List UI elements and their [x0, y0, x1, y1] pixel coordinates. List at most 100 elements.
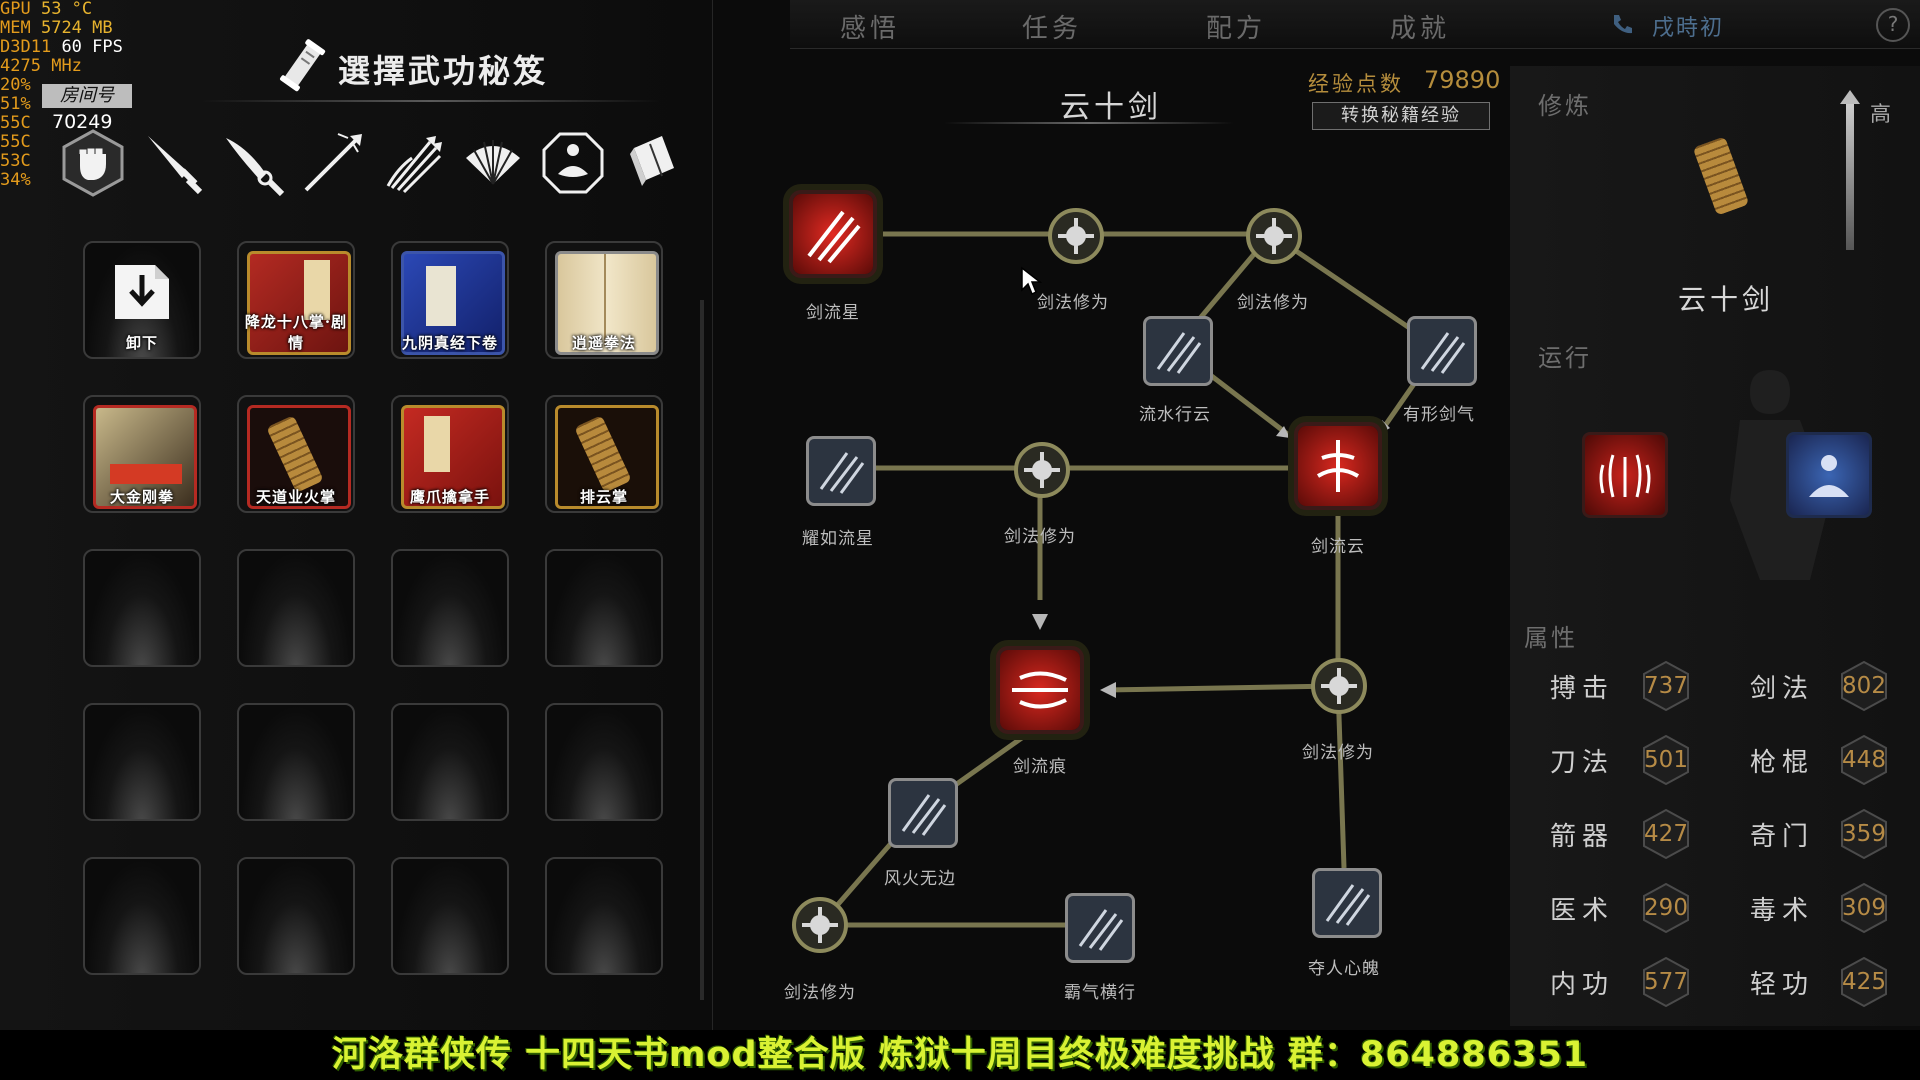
- manual-slot[interactable]: 降龙十八掌·剧情: [237, 241, 355, 359]
- attr-value: 448: [1842, 747, 1886, 773]
- category-fist[interactable]: [58, 128, 128, 198]
- skill-node-sword-meteor[interactable]: [793, 194, 873, 274]
- attr-name: 毒术: [1750, 896, 1815, 926]
- manual-cover: [401, 251, 505, 355]
- empty-slot[interactable]: [237, 549, 355, 667]
- node-label: 剑法修为: [1004, 527, 1076, 547]
- empty-slot[interactable]: [391, 703, 509, 821]
- slash-icon: [1156, 332, 1202, 374]
- cross-node-icon[interactable]: [790, 895, 850, 955]
- empty-slot[interactable]: [237, 857, 355, 975]
- game-time: 戌時初: [1652, 16, 1725, 41]
- attr-value-badge: 577: [1640, 956, 1692, 1008]
- panel-title: 選擇武功秘笈: [338, 52, 549, 90]
- mouse-cursor-icon: [1021, 266, 1042, 296]
- empty-slot[interactable]: [545, 857, 663, 975]
- equipped-inner-skill-slot[interactable]: [1786, 432, 1872, 518]
- stat-line: 51%: [0, 94, 31, 114]
- phone-icon: [1614, 15, 1632, 34]
- help-button[interactable]: ?: [1876, 8, 1910, 42]
- convert-exp-button[interactable]: 转换秘籍经验: [1312, 102, 1490, 130]
- category-spear[interactable]: [298, 128, 368, 198]
- empty-slot[interactable]: [391, 857, 509, 975]
- tab-recipes[interactable]: 配方: [1206, 14, 1267, 44]
- attr-value-badge: 425: [1838, 956, 1890, 1008]
- attr-value: 802: [1842, 673, 1886, 699]
- skill-node-soul-stealer[interactable]: [1312, 868, 1382, 938]
- node-label: 霸气横行: [1064, 983, 1136, 1003]
- tab-achievements[interactable]: 成就: [1390, 14, 1451, 44]
- arrow-up-icon: [1840, 90, 1860, 104]
- spear-icon: [304, 133, 362, 192]
- empty-slot[interactable]: [391, 549, 509, 667]
- empty-slot[interactable]: [237, 703, 355, 821]
- cross-node-icon[interactable]: [1309, 656, 1369, 716]
- manual-slot[interactable]: 天道业火掌: [237, 395, 355, 513]
- empty-slot[interactable]: [83, 857, 201, 975]
- tab-insight[interactable]: 感悟: [840, 14, 901, 44]
- manual-slot[interactable]: 九阴真经下卷: [391, 241, 509, 359]
- category-fan[interactable]: [458, 128, 528, 198]
- skill-node-visible-sword-qi[interactable]: [1407, 316, 1477, 386]
- cross-node-icon[interactable]: [1012, 440, 1072, 500]
- empty-slot[interactable]: [545, 549, 663, 667]
- slot-label: 鹰爪擒拿手: [409, 488, 490, 506]
- attributes-label: 属性: [1524, 624, 1578, 652]
- category-meditation[interactable]: [538, 128, 608, 198]
- cross-node-icon[interactable]: [1244, 206, 1304, 266]
- cross-node-icon[interactable]: [1046, 206, 1106, 266]
- panel-scrollbar[interactable]: [700, 300, 704, 1000]
- sword-icon: [148, 136, 203, 195]
- manual-slot[interactable]: 排云掌: [545, 395, 663, 513]
- equipped-skill-slot[interactable]: [1582, 432, 1668, 518]
- attr-value-badge: 501: [1640, 734, 1692, 786]
- manual-slot[interactable]: 逍遥拳法: [545, 241, 663, 359]
- attr-value: 359: [1842, 821, 1886, 847]
- empty-slot[interactable]: [545, 703, 663, 821]
- empty-slot[interactable]: [83, 703, 201, 821]
- unequip-slot[interactable]: 卸下: [83, 241, 201, 359]
- category-arrows[interactable]: [378, 128, 448, 198]
- slot-label: 卸下: [125, 334, 158, 352]
- attr-value: 577: [1644, 969, 1688, 995]
- practice-label: 修炼: [1538, 92, 1592, 120]
- title-divider: [200, 100, 660, 102]
- blade-icon: [226, 138, 285, 197]
- empty-slot[interactable]: [83, 549, 201, 667]
- fan-icon: [466, 140, 520, 185]
- skill-node-wind-fire[interactable]: [888, 778, 958, 848]
- stat-line: 55C: [0, 113, 31, 133]
- manual-cover: [555, 251, 659, 355]
- attr-name: 内功: [1550, 970, 1615, 1000]
- manual-slot[interactable]: 大金刚拳: [83, 395, 201, 513]
- manual-slot[interactable]: 鹰爪擒拿手: [391, 395, 509, 513]
- attr-value-badge: 309: [1838, 882, 1890, 934]
- room-tag: 房间号: [42, 84, 132, 108]
- claw-icon: [1599, 454, 1651, 498]
- skill-node-shining-meteor[interactable]: [806, 436, 876, 506]
- slot-label: 九阴真经下卷: [401, 334, 498, 352]
- attr-value: 737: [1644, 673, 1688, 699]
- skill-node-flowing-water[interactable]: [1143, 316, 1213, 386]
- fist-icon: [62, 129, 124, 197]
- category-blade[interactable]: [218, 128, 288, 198]
- slash-icon: [819, 452, 865, 494]
- tab-quests[interactable]: 任务: [1022, 14, 1083, 44]
- scroll-icon: [280, 39, 326, 92]
- stat-line: 34%: [0, 170, 31, 190]
- attr-value-badge: 802: [1838, 660, 1890, 712]
- category-sword[interactable]: [138, 128, 208, 198]
- stat-line: D3D11 60 FPS: [0, 37, 123, 57]
- attr-value: 290: [1644, 895, 1688, 921]
- node-label: 剑流星: [806, 303, 860, 323]
- sword-glyph-icon: [1316, 440, 1360, 492]
- skill-node-sword-trace[interactable]: [1000, 650, 1080, 730]
- practice-level-bar: [1846, 100, 1854, 250]
- skill-node-sword-cloud[interactable]: [1298, 426, 1378, 506]
- skill-node-domineering[interactable]: [1065, 893, 1135, 963]
- stat-line: 20%: [0, 75, 31, 95]
- attr-name: 枪棍: [1750, 748, 1815, 778]
- skill-tree-title: 云十剑: [1060, 90, 1162, 125]
- category-book[interactable]: [618, 128, 688, 198]
- attr-value-badge: 290: [1640, 882, 1692, 934]
